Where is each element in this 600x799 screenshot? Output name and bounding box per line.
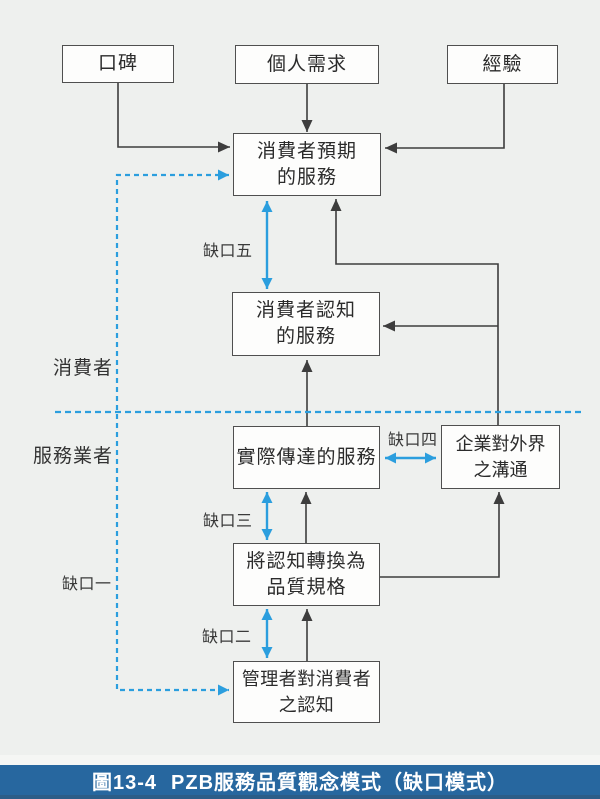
label-gap1: 缺口一	[62, 576, 112, 593]
figure-number: 圖13-4	[91, 771, 158, 794]
arrow-experience-to-expected	[385, 84, 505, 154]
box-word-of-mouth: 口碑	[62, 45, 174, 83]
box-perceived-service: 消費者認知 的服務	[232, 292, 380, 356]
figure-caption-bar: 圖13-4 PZB服務品質觀念模式（缺口模式）	[0, 765, 600, 799]
label-service-provider: 服務業者	[33, 446, 114, 467]
label-gap5: 缺口五	[203, 243, 253, 260]
label-gap2: 缺口二	[202, 629, 252, 646]
box-personal-needs: 個人需求	[235, 45, 379, 84]
box-delivered-service: 實際傳達的服務	[233, 426, 380, 489]
footer-strip	[0, 755, 600, 765]
label-gap4: 缺口四	[388, 432, 438, 449]
box-expected-service: 消費者預期 的服務	[233, 133, 381, 196]
box-quality-specs: 將認知轉換為 品質規格	[233, 543, 380, 606]
arrow-word-of-mouth-to-expected	[117, 83, 230, 153]
box-external-communication: 企業對外界 之溝通	[441, 425, 560, 489]
label-gap3: 缺口三	[203, 513, 253, 530]
box-management-perception: 管理者對消費者 之認知	[233, 661, 380, 723]
arrow-specs-to-external-comm	[380, 492, 505, 578]
box-experience: 經驗	[447, 45, 558, 84]
label-consumer: 消費者	[53, 358, 114, 379]
figure-title: PZB服務品質觀念模式（缺口模式）	[171, 771, 509, 794]
